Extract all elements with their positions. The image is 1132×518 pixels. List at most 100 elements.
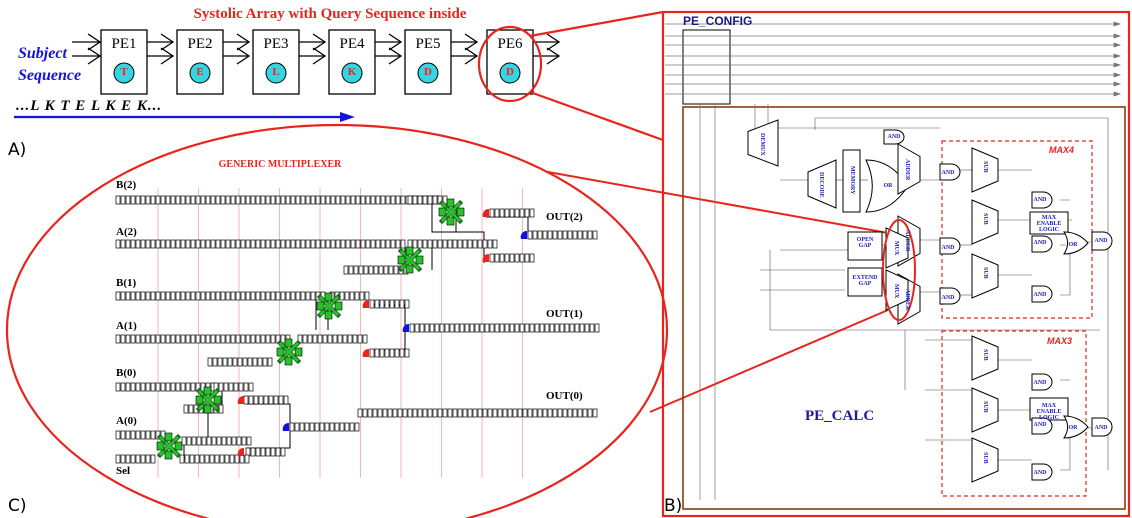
mux-cell xyxy=(175,195,181,205)
mux-cell xyxy=(517,408,523,418)
pe-calc-title: PE_CALC xyxy=(805,408,875,424)
mux-cell xyxy=(240,239,246,249)
row-b0-tail xyxy=(213,382,254,392)
mux-cell xyxy=(335,195,341,205)
mux-cell xyxy=(184,454,190,464)
mux-cell xyxy=(384,299,390,309)
mux-cell xyxy=(522,408,528,418)
mux-cell xyxy=(283,395,289,405)
mux-cell xyxy=(295,291,301,301)
mux-cell xyxy=(452,239,458,249)
and-label-top: AND xyxy=(887,134,901,140)
mux-cell xyxy=(120,195,126,205)
and-gate-1 xyxy=(939,163,961,181)
mux-cell xyxy=(135,239,141,249)
switch-cross xyxy=(399,249,421,271)
mux-cell xyxy=(329,422,335,432)
mux-cell xyxy=(467,239,473,249)
mux-cell xyxy=(295,239,301,249)
mux-cell xyxy=(524,323,530,333)
or-gate-max3 xyxy=(1063,415,1089,439)
mux-cell xyxy=(294,422,300,432)
mux-cell xyxy=(494,253,500,263)
mux-cell xyxy=(238,382,244,392)
mux-cell xyxy=(584,323,590,333)
mux-cell xyxy=(439,323,445,333)
mux-cell xyxy=(170,291,176,301)
marker-red-1 xyxy=(482,208,489,217)
switch-pad xyxy=(276,347,285,357)
mux-cell xyxy=(499,253,505,263)
mux-cell xyxy=(220,239,226,249)
mux-cell xyxy=(417,195,423,205)
mux-cell xyxy=(339,422,345,432)
sub-block-5 xyxy=(971,387,999,433)
subject-label-line2: Sequence xyxy=(18,67,82,84)
mux-cell xyxy=(489,323,495,333)
mux-cell xyxy=(315,195,321,205)
subject-arrow xyxy=(14,112,355,122)
mux-cell xyxy=(250,291,256,301)
input-b0: B(0) xyxy=(116,367,137,379)
bus-arrowhead xyxy=(1113,33,1122,39)
mux-cell xyxy=(352,334,358,344)
mux-cell xyxy=(360,195,366,205)
row-a0 xyxy=(115,430,166,440)
pe2-char: E xyxy=(196,66,204,78)
mux-cell xyxy=(387,408,393,418)
and-gate-5 xyxy=(1031,235,1053,253)
mux-cell xyxy=(404,299,410,309)
row-a1-branch xyxy=(369,348,410,358)
mux-cell xyxy=(185,382,191,392)
mux-cell xyxy=(115,291,121,301)
switch-1-top xyxy=(316,292,343,320)
mux-cell xyxy=(230,334,236,344)
mux-cell xyxy=(454,323,460,333)
memory-label: MEMORY xyxy=(849,165,855,195)
mux-cell xyxy=(385,195,391,205)
mux-cell xyxy=(330,195,336,205)
mux-cell xyxy=(170,195,176,205)
mux-cell-rows xyxy=(115,195,600,464)
open-gap-block xyxy=(847,231,883,261)
circuit-wire xyxy=(998,169,1032,276)
mux-cell xyxy=(175,239,181,249)
mux-cell xyxy=(587,408,593,418)
pe-char-circle-4 xyxy=(341,62,363,84)
mux-cell xyxy=(422,239,428,249)
mux-cell xyxy=(393,265,399,275)
mux-cell xyxy=(324,422,330,432)
mux-cell xyxy=(155,334,161,344)
mux-cell xyxy=(432,239,438,249)
mux-cell xyxy=(529,253,535,263)
mux-cell xyxy=(260,334,266,344)
mux-cell xyxy=(395,195,401,205)
marker-red-3 xyxy=(362,299,369,308)
switch-pad xyxy=(397,255,406,265)
mux-cell xyxy=(205,195,211,205)
bus-arrowhead xyxy=(1113,21,1122,27)
mux-cell xyxy=(349,291,355,301)
mux-cell xyxy=(357,334,363,344)
mux-cell xyxy=(212,357,218,367)
mux-cell xyxy=(150,291,156,301)
mux-cell xyxy=(255,447,261,457)
mux-cell xyxy=(519,323,525,333)
mux-cell xyxy=(190,291,196,301)
mux-cell xyxy=(355,239,361,249)
row-sel-tail xyxy=(179,454,250,464)
switch-pad xyxy=(164,450,173,460)
mux-cell xyxy=(472,239,478,249)
mux-cell xyxy=(307,334,313,344)
and-gate-9 xyxy=(1031,463,1053,481)
marker-red-6 xyxy=(237,447,244,456)
mux-cell xyxy=(130,334,136,344)
mux-cell xyxy=(181,436,187,446)
decode-block xyxy=(807,159,837,209)
mux-cell xyxy=(237,357,243,367)
circuit-wire xyxy=(815,117,1109,470)
mux-cell xyxy=(417,239,423,249)
mux-cell xyxy=(270,239,276,249)
mux-cell xyxy=(245,334,251,344)
output-out2: OUT(2) xyxy=(546,211,583,223)
